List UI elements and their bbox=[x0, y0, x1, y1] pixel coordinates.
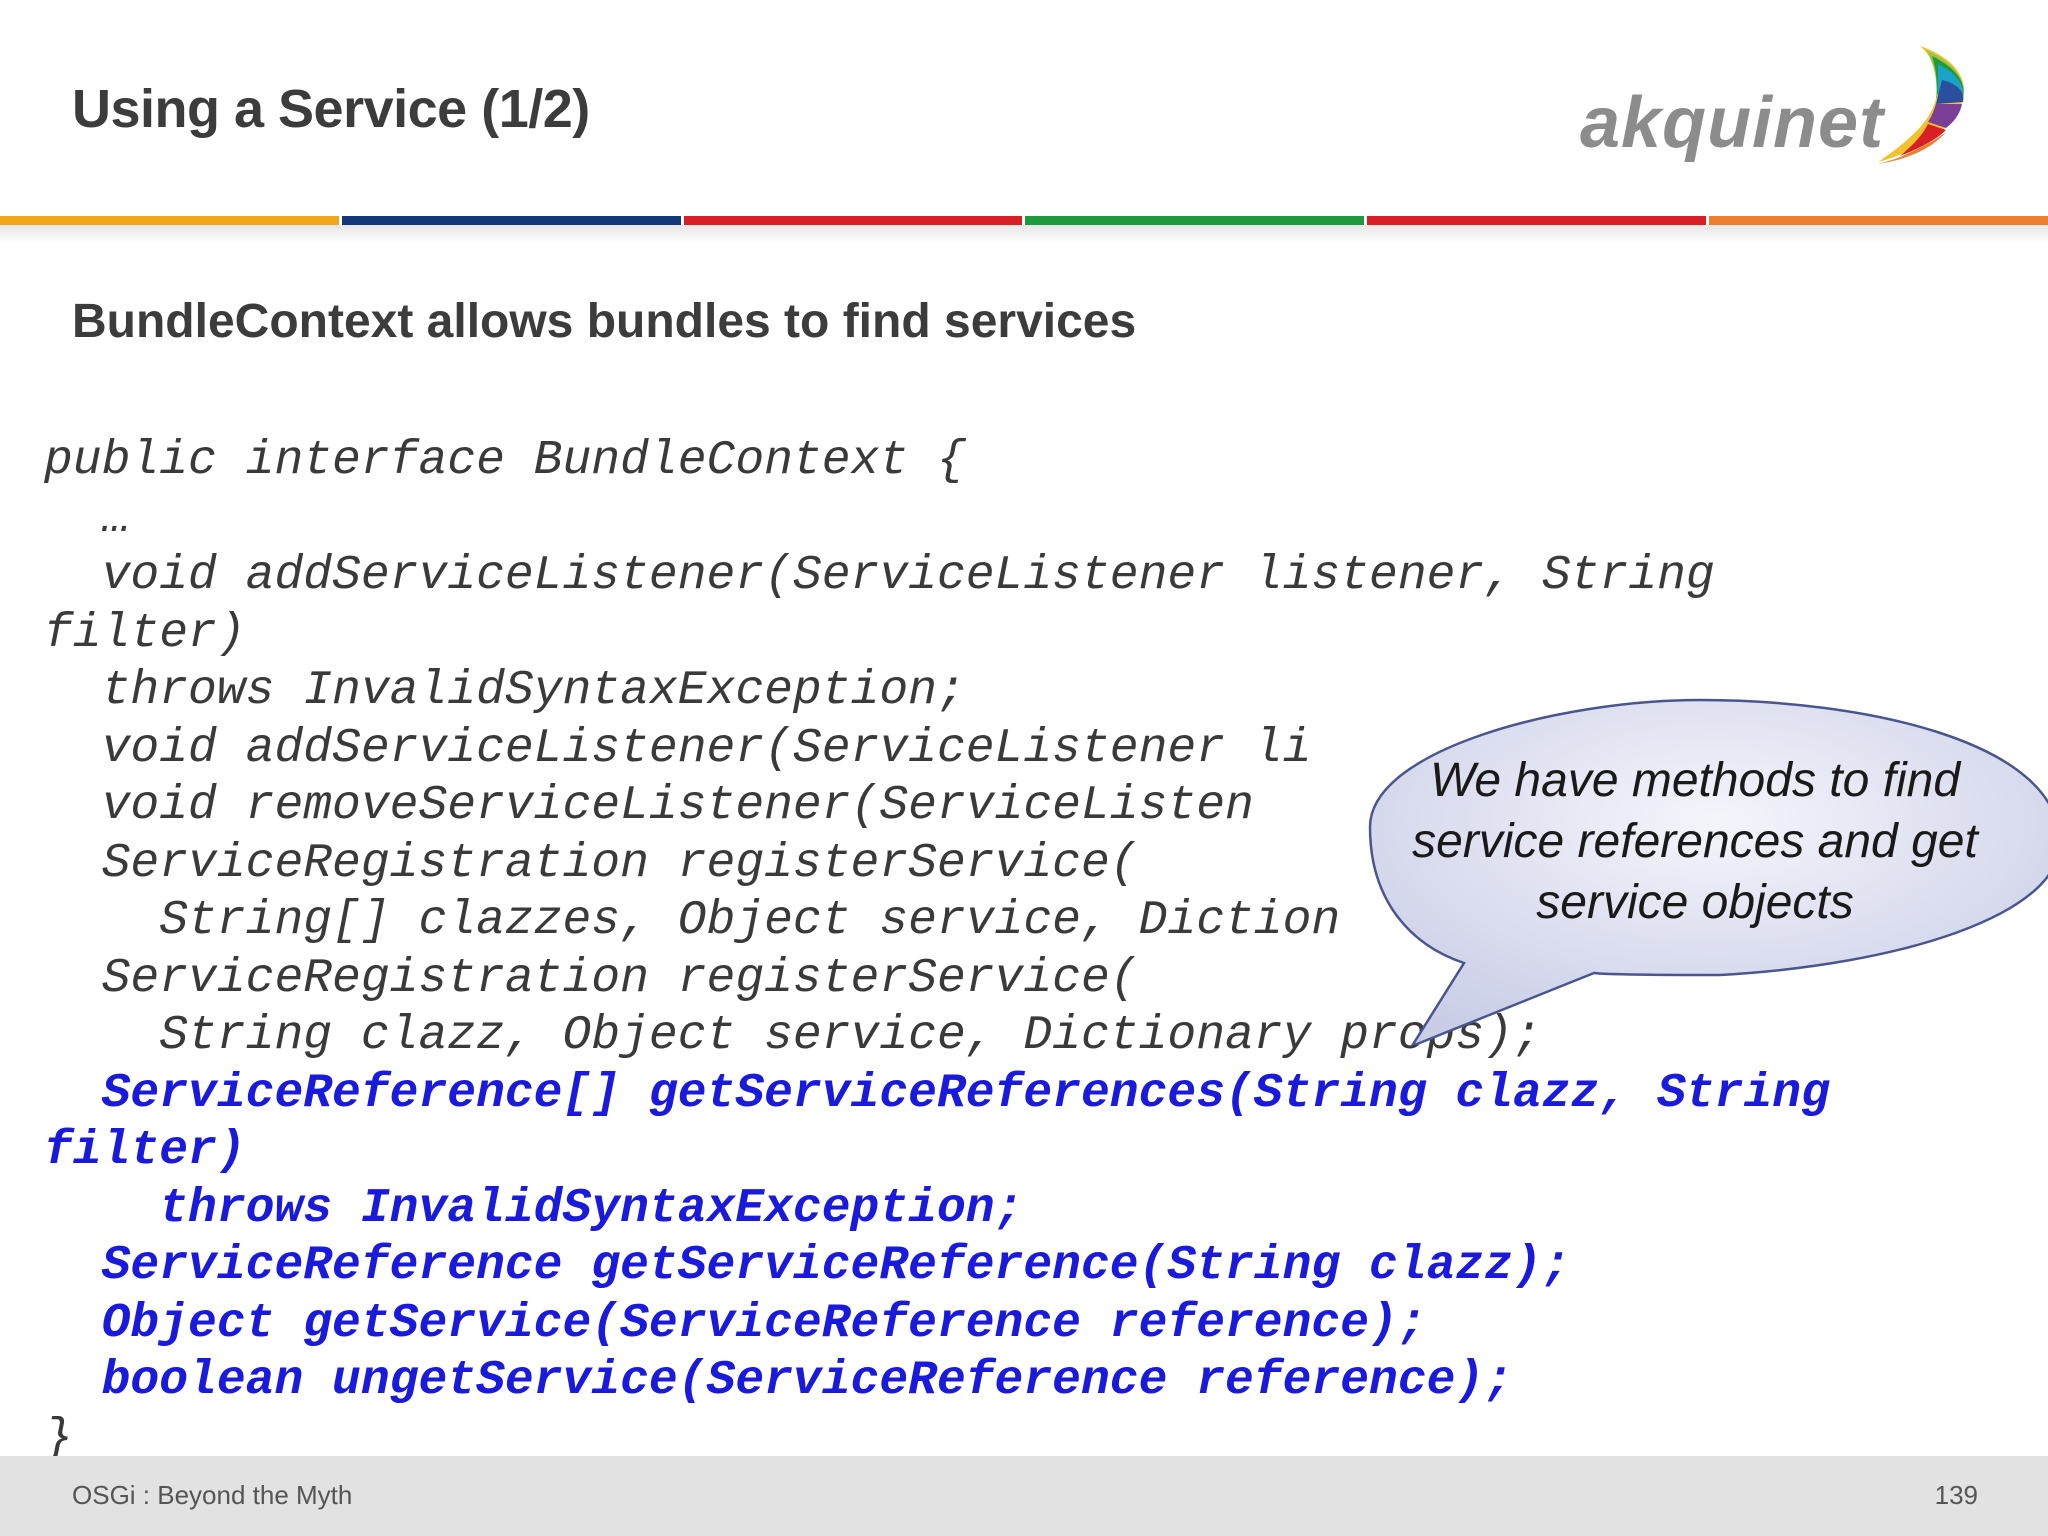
callout-line: service references and get bbox=[1412, 815, 1978, 868]
code-line: ServiceReference[] getServiceReferences(… bbox=[44, 1066, 1830, 1121]
color-bar-segment bbox=[683, 216, 1023, 225]
code-line: throws InvalidSyntaxException; bbox=[44, 664, 966, 718]
logo-swoosh-icon bbox=[1878, 46, 1965, 164]
footer: OSGi : Beyond the Myth 139 bbox=[0, 1456, 2048, 1536]
slide-title: Using a Service (1/2) bbox=[72, 79, 590, 139]
code-line: throws InvalidSyntaxException; bbox=[44, 1181, 1024, 1236]
code-line: String clazz, Object service, Dictionary… bbox=[44, 1009, 1542, 1063]
code-line: filter) bbox=[44, 1124, 246, 1178]
code-line: filter) bbox=[44, 606, 246, 661]
code-line: ServiceReference getServiceReference(Str… bbox=[44, 1239, 1571, 1293]
callout-line: service objects bbox=[1536, 876, 1854, 929]
code-line: void addServiceListener(ServiceListener … bbox=[44, 549, 1715, 603]
header-bar-shadow bbox=[0, 225, 2048, 243]
callout-text: We have methods to find service referenc… bbox=[1355, 750, 2035, 933]
color-bar-segment bbox=[1025, 216, 1365, 225]
slide-subtitle: BundleContext allows bundles to find ser… bbox=[72, 295, 1137, 348]
code-line: public interface BundleContext { bbox=[44, 434, 966, 488]
code-block: public interface BundleContext { … void … bbox=[44, 433, 2044, 1468]
code-line: void addServiceListener(ServiceListener … bbox=[44, 721, 1312, 776]
code-line: ServiceRegistration registerService( bbox=[44, 951, 1139, 1006]
color-bar-segment bbox=[1709, 216, 2048, 225]
callout-line: We have methods to find bbox=[1429, 754, 1961, 807]
page-number: 139 bbox=[1934, 1480, 1978, 1510]
code-line: String[] clazzes, Object service, Dictio… bbox=[44, 894, 1341, 948]
code-line: ServiceRegistration registerService( bbox=[44, 836, 1139, 891]
header-color-bar bbox=[0, 216, 2048, 225]
code-line: void removeServiceListener(ServiceListen bbox=[44, 779, 1254, 833]
logo-text: akquinet bbox=[1580, 83, 1885, 163]
code-line: boolean ungetService(ServiceReference re… bbox=[44, 1354, 1514, 1408]
color-bar-segment bbox=[1367, 216, 1707, 225]
color-bar-segment bbox=[0, 216, 339, 225]
callout-bubble bbox=[1368, 698, 2048, 1045]
code-line: … bbox=[44, 491, 131, 546]
code-line: Object getService(ServiceReference refer… bbox=[44, 1296, 1427, 1351]
akquinet-logo: akquinet bbox=[1570, 40, 1990, 175]
footer-presentation-title: OSGi : Beyond the Myth bbox=[72, 1480, 353, 1510]
color-bar-segment bbox=[341, 216, 681, 225]
